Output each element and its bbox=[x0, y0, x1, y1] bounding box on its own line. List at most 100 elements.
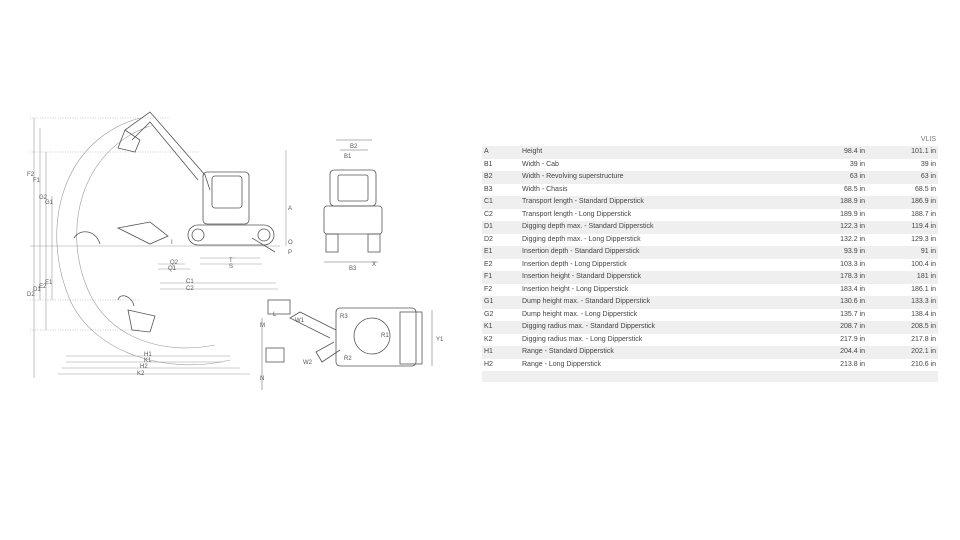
cell-desc: Insertion height - Standard Dipperstick bbox=[520, 271, 754, 284]
cell-code: K2 bbox=[482, 333, 520, 346]
cell-code: B3 bbox=[482, 183, 520, 196]
cell-v1: 132.2 in bbox=[754, 233, 867, 246]
cell-desc: Insertion depth - Standard Dipperstick bbox=[520, 246, 754, 259]
label-Q2: Q2 bbox=[170, 260, 179, 266]
cell-v1: 208.7 in bbox=[754, 321, 867, 334]
cell-v1: 183.4 in bbox=[754, 283, 867, 296]
cell-v1: 135.7 in bbox=[754, 308, 867, 321]
label-C2: C2 bbox=[186, 286, 194, 292]
label-N: N bbox=[260, 376, 264, 382]
cell-code: D1 bbox=[482, 221, 520, 234]
cell-code: G1 bbox=[482, 296, 520, 309]
cell-v1: 63 in bbox=[754, 171, 867, 184]
cell-v2: 63 in bbox=[867, 171, 938, 184]
label-W2: W2 bbox=[303, 360, 313, 366]
cell-v1: 39 in bbox=[754, 158, 867, 171]
cell-desc: Width - Cab bbox=[520, 158, 754, 171]
cell-desc: Dump height max. - Long Dipperstick bbox=[520, 308, 754, 321]
label-W1: W1 bbox=[295, 318, 305, 324]
cell-code: A bbox=[482, 146, 520, 159]
cell-v1: 68.5 in bbox=[754, 183, 867, 196]
cell-desc: Digging radius max. - Standard Dippersti… bbox=[520, 321, 754, 334]
cell-v2: 101.1 in bbox=[867, 146, 938, 159]
cell-v1: 122.3 in bbox=[754, 221, 867, 234]
cell-v2: 181 in bbox=[867, 271, 938, 284]
label-G2: G2 bbox=[39, 195, 48, 201]
label-K2: K2 bbox=[137, 371, 145, 377]
cell-desc: Digging depth max. - Standard Dipperstic… bbox=[520, 221, 754, 234]
cell-v2: 39 in bbox=[867, 158, 938, 171]
cell-v2: 119.4 in bbox=[867, 221, 938, 234]
cell-v2: 202.1 in bbox=[867, 346, 938, 359]
cell-desc: Transport length - Standard Dipperstick bbox=[520, 196, 754, 209]
cell-desc: Height bbox=[520, 146, 754, 159]
label-F2: F2 bbox=[27, 172, 35, 178]
cell-desc: Insertion depth - Long Dipperstick bbox=[520, 258, 754, 271]
cell-code: E2 bbox=[482, 258, 520, 271]
cell-v2: 186.1 in bbox=[867, 283, 938, 296]
cell-desc: Width - Chasis bbox=[520, 183, 754, 196]
cell-v1: 217.9 in bbox=[754, 333, 867, 346]
label-E2: E2 bbox=[39, 284, 47, 290]
cell-code: K1 bbox=[482, 321, 520, 334]
cell-v2: 68.5 in bbox=[867, 183, 938, 196]
cell-code: C1 bbox=[482, 196, 520, 209]
cell-v2: 210.6 in bbox=[867, 358, 938, 371]
digging-envelope-inner bbox=[76, 125, 216, 349]
cell-desc: Dump height max. - Standard Dipperstick bbox=[520, 296, 754, 309]
cell-v1: 204.4 in bbox=[754, 346, 867, 359]
cell-code: H1 bbox=[482, 346, 520, 359]
label-K1: K1 bbox=[144, 358, 152, 364]
cell-desc: Width - Revolving superstructure bbox=[520, 171, 754, 184]
label-H2: H2 bbox=[140, 364, 148, 370]
cell-v1: 189.9 in bbox=[754, 208, 867, 221]
cell-v2: 217.8 in bbox=[867, 333, 938, 346]
label-Y1: Y1 bbox=[436, 337, 444, 343]
cell-desc: Range - Standard Dipperstick bbox=[520, 346, 754, 359]
label-R1: R1 bbox=[381, 333, 389, 339]
cell-v2: 100.4 in bbox=[867, 258, 938, 271]
cell-code: D2 bbox=[482, 233, 520, 246]
cell-v2: 91 in bbox=[867, 246, 938, 259]
cell-v1: 103.3 in bbox=[754, 258, 867, 271]
table-filler-row bbox=[482, 371, 938, 382]
label-M: M bbox=[260, 323, 265, 329]
excavator-dimension-diagram: F2 F1 G2 G1 D2 D1 E2 E1 A B2 B1 B3 X Q2 … bbox=[0, 0, 470, 540]
label-R3: R3 bbox=[340, 314, 348, 320]
label-F1: F1 bbox=[33, 178, 41, 184]
cell-v2: 133.3 in bbox=[867, 296, 938, 309]
dimension-drawing: F2 F1 G2 G1 D2 D1 E2 E1 A B2 B1 B3 X Q2 … bbox=[27, 111, 444, 390]
label-S: S bbox=[229, 264, 233, 270]
cell-code: E1 bbox=[482, 246, 520, 259]
cell-v1: 130.6 in bbox=[754, 296, 867, 309]
column-header-vlis: VLIS bbox=[920, 136, 936, 143]
cell-desc: Range - Long Dipperstick bbox=[520, 358, 754, 371]
excavator-front-view bbox=[323, 139, 383, 263]
cell-code: F2 bbox=[482, 283, 520, 296]
cell-v1: 213.8 in bbox=[754, 358, 867, 371]
label-E1: E1 bbox=[45, 280, 53, 286]
label-P: P bbox=[288, 250, 292, 256]
cell-v1: 188.9 in bbox=[754, 196, 867, 209]
cell-code: G2 bbox=[482, 308, 520, 321]
label-B3: B3 bbox=[349, 266, 357, 272]
cell-code: B1 bbox=[482, 158, 520, 171]
label-B1: B1 bbox=[344, 154, 352, 160]
cell-v2: 129.3 in bbox=[867, 233, 938, 246]
